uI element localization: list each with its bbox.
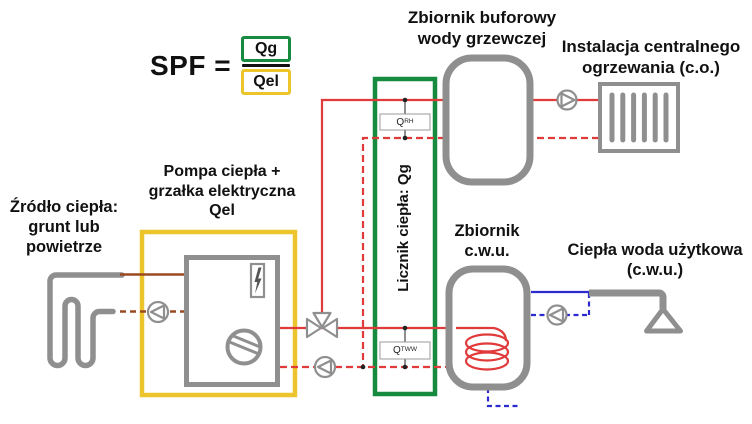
label-cwu-tank: Zbiornik c.w.u. [454, 222, 520, 261]
label-cwu-outlet: Ciepła woda użytkowa (c.w.u.) [567, 241, 743, 280]
label-central-heating: Instalacja centralnego ogrzewania (c.o.) [561, 37, 741, 77]
fraction-bar [242, 64, 291, 67]
three-way-valve-icon [305, 311, 339, 339]
meter-tww-sub: TWW [400, 346, 418, 354]
meter-rh-sensor [379, 97, 431, 141]
electric-heater-icon [249, 262, 266, 299]
compressor-icon [225, 328, 263, 366]
source-pump-icon [146, 300, 170, 324]
buffer-tank [442, 54, 534, 186]
heat-pump-unit [184, 255, 280, 387]
cwu-coil-icon [456, 326, 510, 371]
return-pump-icon [313, 355, 337, 379]
meter-tww-symbol: Q [392, 345, 401, 356]
cold-water-line [486, 388, 519, 408]
tap-icon [589, 289, 683, 334]
formula-lhs: SPF = [150, 49, 232, 81]
label-heat-meter: Licznik ciepła: Qg [395, 164, 412, 292]
cwu-pump-icon [546, 304, 568, 326]
formula-fraction: Qg Qel [241, 36, 292, 95]
meter-tww-sensor [360, 325, 431, 370]
label-heat-pump: Pompa ciepła + grzałka elektryczna Qel [148, 163, 296, 220]
radiator-icon [598, 82, 680, 153]
spf-formula: SPF = Qg Qel [150, 36, 292, 95]
meter-rh-sub: RH [404, 117, 414, 125]
label-buffer-tank: Zbiornik buforowy wody grzewczej [407, 8, 557, 48]
heat-pump-boundary-box [139, 229, 298, 398]
formula-numerator: Qg [241, 36, 292, 62]
ground-loop-icon [47, 272, 125, 369]
meter-rh-symbol: Q [396, 116, 405, 128]
label-heat-source: Źródło ciepła: grunt lub powietrze [9, 198, 119, 257]
heating-pump-icon [556, 89, 578, 111]
formula-denominator: Qel [241, 69, 292, 95]
